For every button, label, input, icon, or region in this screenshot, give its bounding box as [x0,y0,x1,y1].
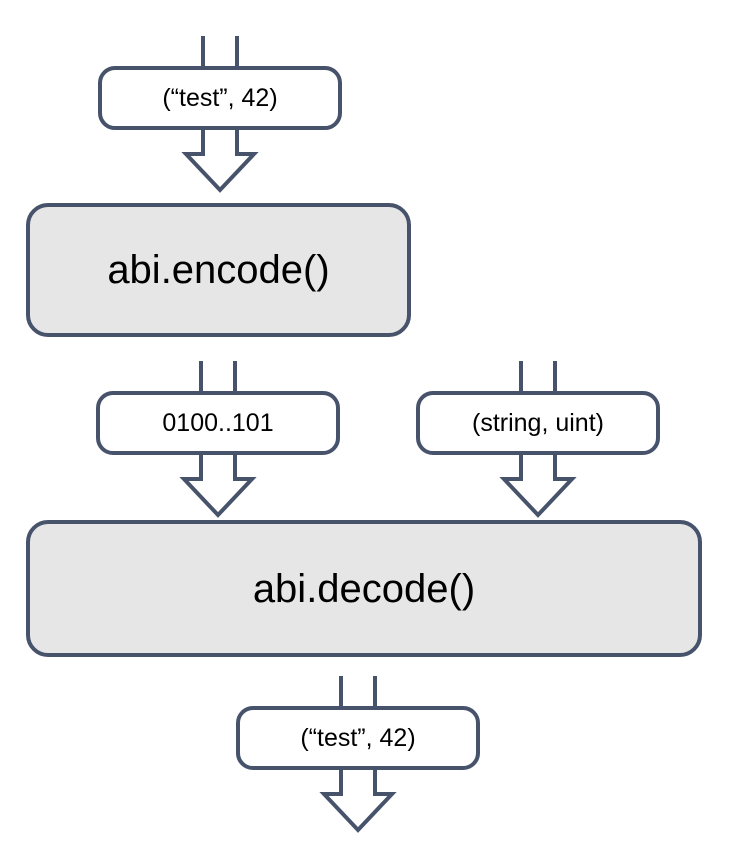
node-input-tuple[interactable] [98,66,342,130]
node-output-tuple[interactable] [236,706,480,770]
node-abi-encode[interactable] [26,203,411,337]
arrow-encoded-to-decode [179,443,257,518]
node-type-tuple[interactable] [416,391,660,455]
arrow-input-to-encode [181,118,259,193]
node-layer [26,66,702,770]
arrow-out-of-output-tuple [319,758,397,833]
node-encoded-bytes[interactable] [96,391,340,455]
node-abi-decode[interactable] [26,520,702,657]
arrow-type-to-decode [499,443,577,518]
